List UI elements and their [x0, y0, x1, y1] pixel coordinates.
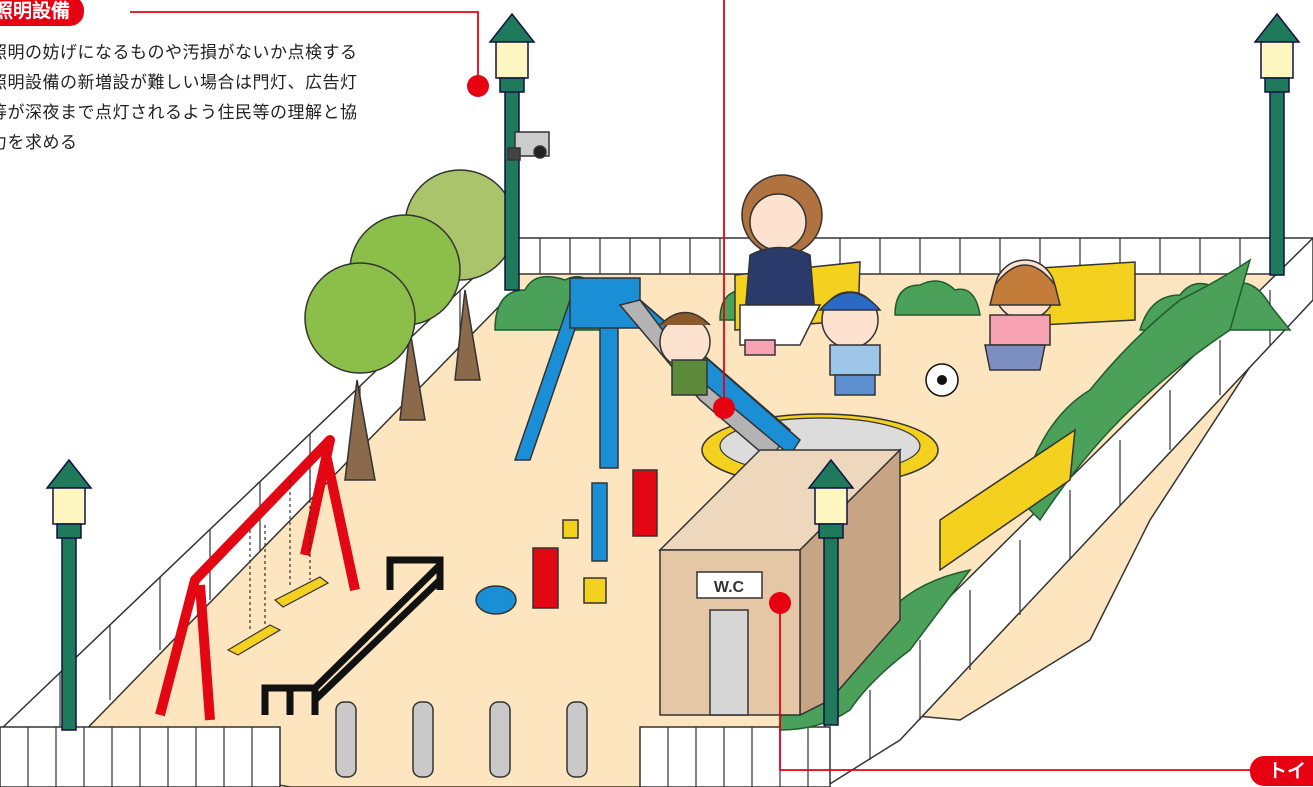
- front-fence-left: [0, 726, 281, 787]
- soccer-ball: [925, 363, 959, 397]
- lighting-marker-dot: [467, 75, 489, 97]
- front-fence-right: [639, 726, 831, 787]
- lamp-post: [807, 458, 855, 726]
- callout-dots: [467, 75, 791, 614]
- lighting-callout-heading: 照明設備: [0, 0, 85, 26]
- tree: [304, 262, 416, 481]
- lamp-post: [45, 458, 93, 731]
- lighting-callout-line: 等が深夜まで点灯されるよう住民等の理解と協: [0, 103, 358, 123]
- boy-cap: [818, 291, 882, 396]
- slide-marker-dot: [713, 397, 735, 419]
- callout-leaders: [130, 0, 1250, 771]
- lighting-callout-line: 力を求める: [0, 133, 78, 153]
- lamp-post: [488, 12, 536, 291]
- bollards: [335, 701, 588, 778]
- swing: [155, 435, 360, 721]
- mother-figure: [739, 174, 823, 356]
- boy-on-slide: [659, 311, 711, 396]
- toilet-callout-heading: トイ: [1250, 756, 1313, 786]
- safety-rail: [261, 556, 444, 715]
- lamp-post: [1253, 12, 1301, 276]
- lighting-callout-text: 照明の妨げになるものや汚損がないか点検する 照明設備の新増設が難しい場合は門灯、…: [0, 38, 430, 158]
- lighting-callout-line: 照明の妨げになるものや汚損がないか点検する: [0, 43, 358, 63]
- swing-seats: [226, 470, 330, 656]
- play-pillars: [475, 469, 658, 615]
- girl-kicking: [984, 259, 1061, 371]
- lighting-callout-line: 照明設備の新増設が難しい場合は門灯、広告灯: [0, 73, 358, 93]
- back-fence: [514, 237, 1313, 275]
- trees: [304, 169, 516, 481]
- toilet-marker-dot: [769, 592, 791, 614]
- security-camera-icon: [507, 131, 550, 161]
- wc-sign: W.C: [714, 579, 745, 596]
